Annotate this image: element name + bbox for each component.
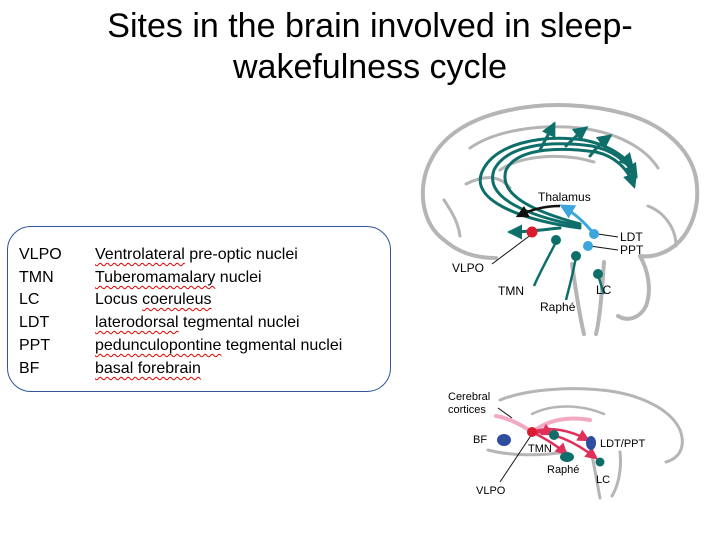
title-line-1: Sites in the brain involved in sleep- [107, 7, 633, 45]
raphe-label-small: Raphé [547, 464, 579, 476]
title-line-2: wakefulness cycle [232, 48, 507, 86]
bf-label: BF [473, 434, 487, 446]
abbreviation: BF [19, 360, 40, 377]
abbreviation: TMN [19, 269, 54, 286]
ldt-label: LDT [620, 230, 643, 244]
definition: Locus coeruleus [95, 291, 212, 308]
vlpo-label: VLPO [452, 261, 484, 275]
ascending-pathway-arrows [478, 121, 638, 240]
abbreviation-box: VLPO Ventrolateral pre-optic nuclei TMN … [7, 226, 391, 392]
brain-sleep-diagram: Cerebral cortices BF TMN LDT/PPT Raphé L… [448, 387, 684, 500]
ppt-nucleus [583, 241, 593, 251]
cerebral-cortices-label-line1: Cerebral [448, 391, 490, 403]
brain-outline-small [486, 387, 684, 500]
lc-label-small: LC [596, 474, 610, 486]
definition: basal forebrain [95, 360, 201, 377]
thalamus-label: Thalamus [538, 190, 591, 204]
tmn-label: TMN [498, 284, 524, 298]
lc-label: LC [596, 283, 612, 297]
tmn-nucleus-small [549, 430, 559, 440]
abbreviation: VLPO [19, 246, 62, 263]
vlpo-nucleus [526, 226, 538, 238]
label-leader-lines-small [497, 407, 533, 483]
vlpo-label-small: VLPO [476, 485, 506, 497]
lc-nucleus-small [595, 457, 605, 467]
abbreviation: LC [19, 291, 40, 308]
brain-arousal-diagram: Thalamus LDT PPT VLPO TMN Raphé LC [420, 103, 700, 336]
definition: pedunculopontine tegmental nuclei [95, 337, 343, 354]
slide-title: Sites in the brain involved in sleep- wa… [40, 6, 700, 88]
definition: Tuberomamalary nuclei [95, 269, 262, 286]
definition: laterodorsal tegmental nuclei [95, 314, 300, 331]
brain-outline [420, 103, 700, 336]
label-leader-lines [491, 233, 619, 265]
abbreviation: LDT [19, 314, 50, 331]
tmn-label-small: TMN [528, 443, 552, 455]
definition: Ventrolateral pre-optic nuclei [95, 246, 298, 263]
ldt-nucleus [589, 229, 599, 239]
ldt-ppt-label: LDT/PPT [600, 438, 646, 450]
tmn-nucleus [551, 235, 561, 245]
ldt-ppt-nucleus [586, 436, 596, 450]
vlpo-nucleus-small [527, 427, 537, 437]
bf-nucleus [497, 434, 511, 446]
nucleus-projection-lines [532, 241, 606, 301]
raphe-nucleus [571, 251, 581, 261]
raphe-nucleus-small [560, 452, 574, 462]
thalamus-inhibition-arrow [515, 204, 561, 218]
ppt-label: PPT [620, 243, 644, 257]
abbreviation: PPT [19, 337, 51, 354]
cerebral-cortices-label-line2: cortices [448, 404, 486, 416]
lc-nucleus [593, 269, 603, 279]
raphe-label: Raphé [540, 300, 576, 314]
